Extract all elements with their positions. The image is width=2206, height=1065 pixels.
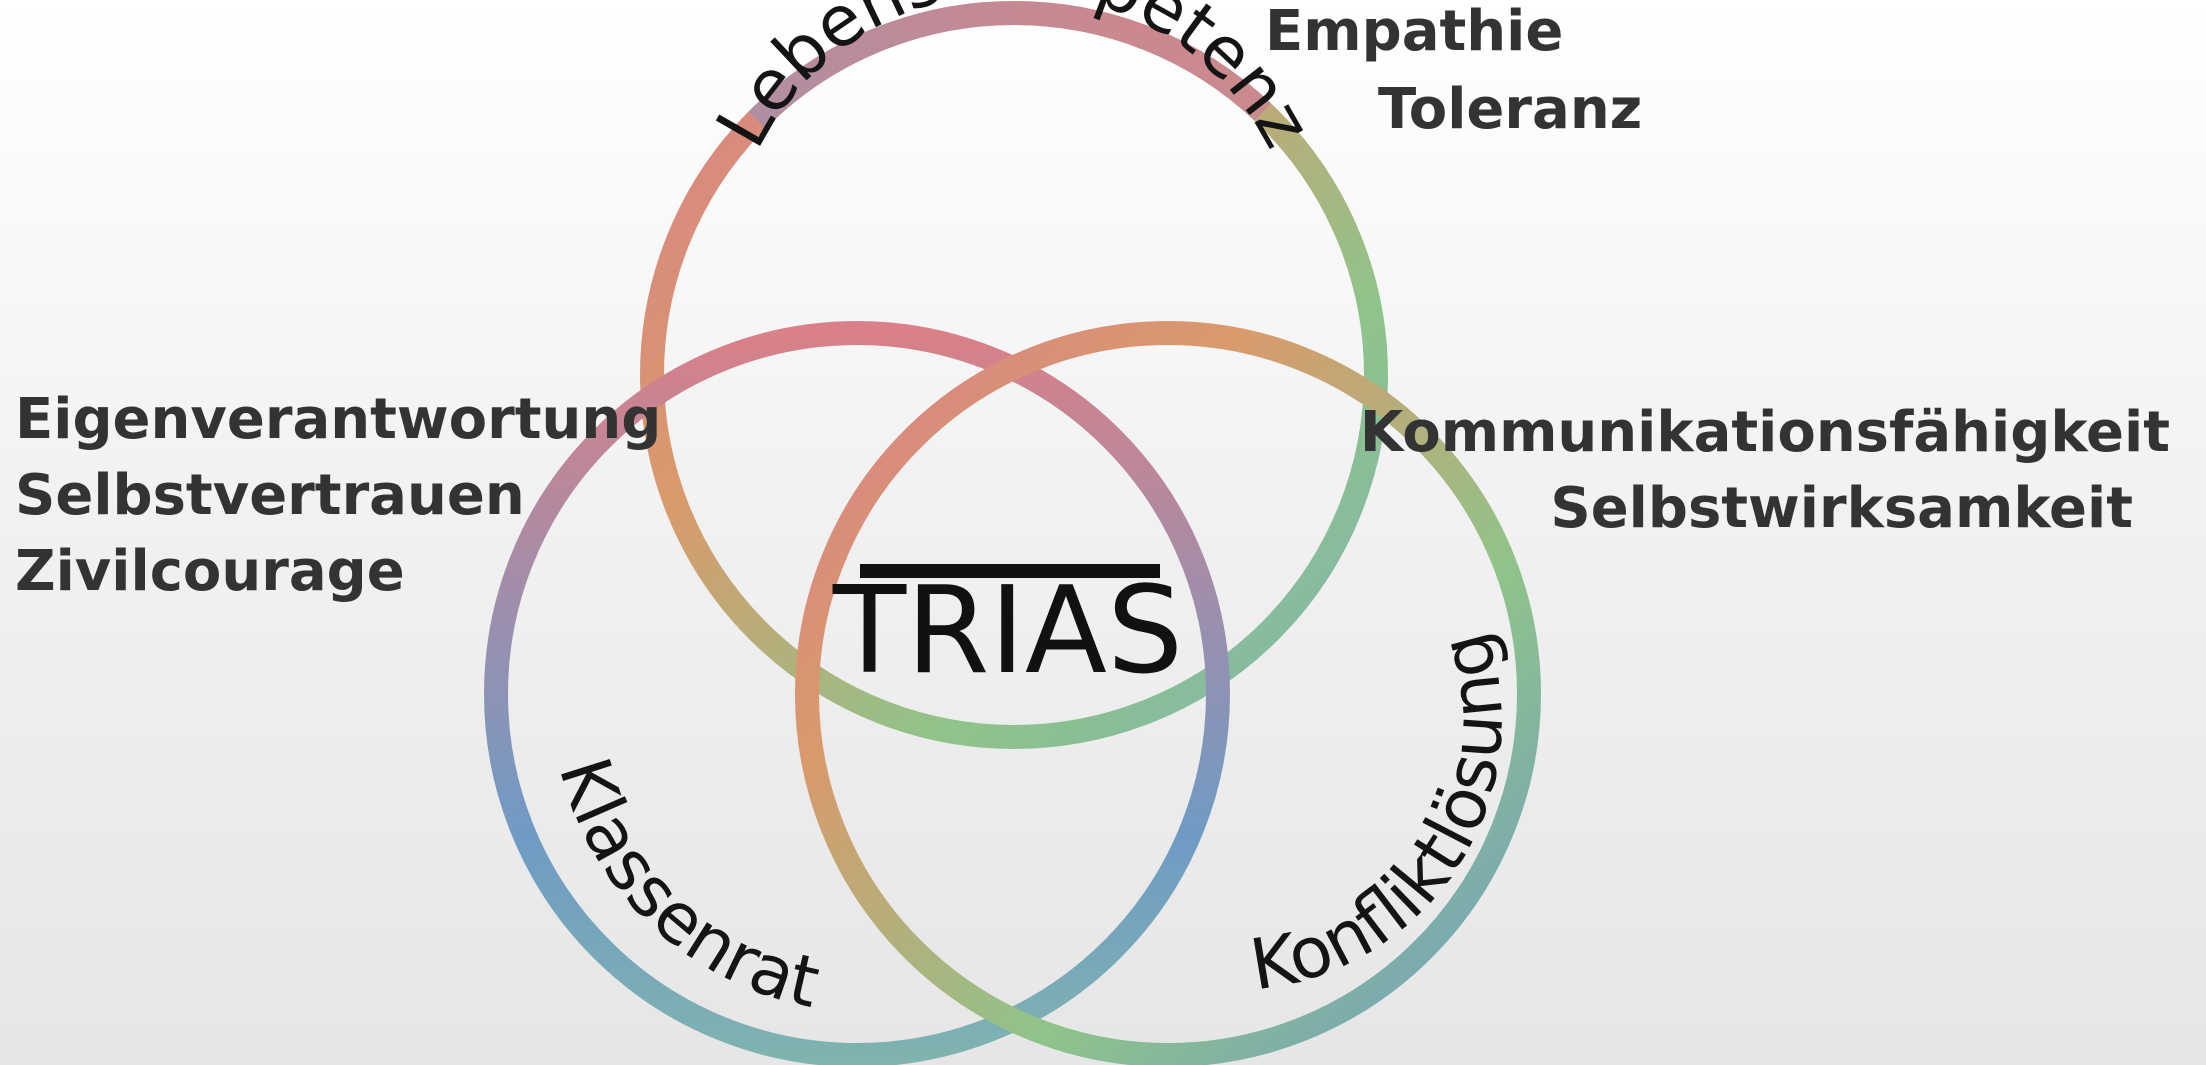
value-toleranz: Toleranz (1378, 77, 1642, 142)
logo-text: TRIAS (832, 562, 1183, 701)
circle-label-right: Konfliktlösung (1244, 624, 1519, 1007)
konfliktloesung-label: Konfliktlösung (1244, 624, 1519, 1007)
ring-klassenrat (484, 321, 1230, 1065)
right-values: Kommunikationsfähigkeit Selbstwirksamkei… (1360, 400, 2170, 541)
value-empathie: Empathie (1265, 0, 1563, 64)
value-selbstvertrauen: Selbstvertrauen (15, 463, 525, 528)
trias-logo: TRIAS (832, 562, 1183, 701)
left-values: Eigenverantwortung Selbstvertrauen Zivil… (15, 387, 661, 604)
circle-label-left: Klassenrat (543, 748, 827, 1024)
value-selbstwirksamkeit: Selbstwirksamkeit (1550, 476, 2133, 541)
klassenrat-label: Klassenrat (543, 748, 827, 1024)
ring-konfliktloesung (795, 321, 1541, 1065)
ring-lebenskompetenz (640, 1, 1388, 749)
value-kommunikationsfaehigkeit: Kommunikationsfähigkeit (1360, 400, 2170, 465)
value-zivilcourage: Zivilcourage (15, 539, 405, 604)
value-eigenverantwortung: Eigenverantwortung (15, 387, 661, 452)
logo-bar (860, 564, 1160, 578)
top-right-values: Empathie Toleranz (1265, 0, 1642, 142)
